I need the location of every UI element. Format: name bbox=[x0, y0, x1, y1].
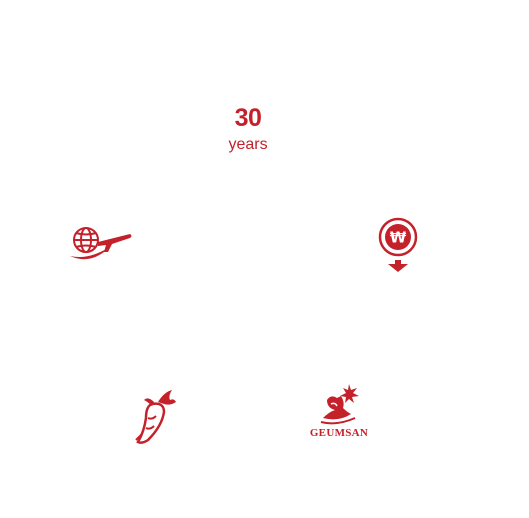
globe-airplane-icon bbox=[70, 227, 132, 260]
geumsan-mountain-mark bbox=[320, 384, 359, 425]
ginseng-root-icon bbox=[135, 390, 176, 444]
svg-text:₩: ₩ bbox=[390, 229, 407, 247]
years-badge: 30 years bbox=[205, 106, 291, 153]
years-label: years bbox=[228, 136, 268, 153]
years-number: 30 bbox=[234, 104, 262, 132]
geumsan-logo-text: GEUMSAN bbox=[309, 427, 369, 439]
won-coin-down-arrow-icon: ₩ bbox=[378, 217, 418, 272]
geumsan-brand-logo: GEUMSAN bbox=[304, 382, 374, 442]
